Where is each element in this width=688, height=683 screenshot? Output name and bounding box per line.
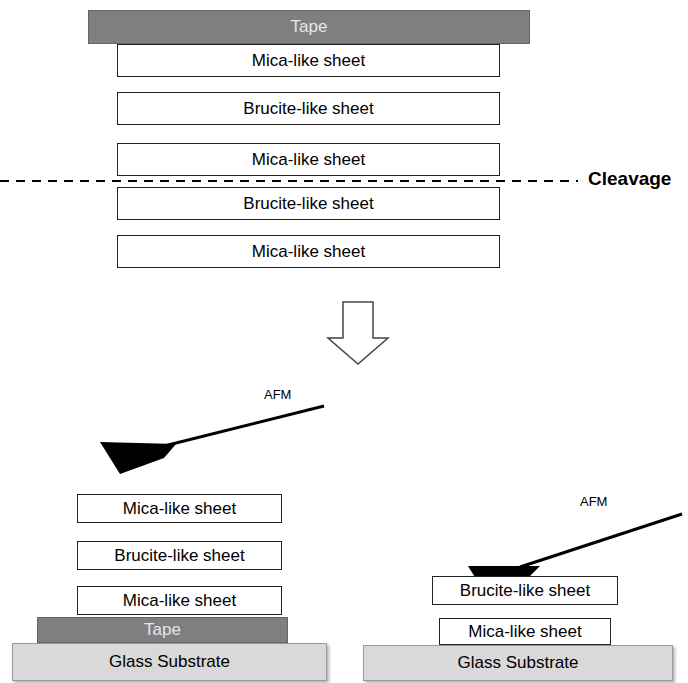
cleavage-line [0, 180, 578, 182]
node-text: Brucite-like sheet [460, 581, 590, 601]
mica-sheet: Mica-like sheet [117, 143, 500, 176]
node-text: Brucite-like sheet [243, 99, 373, 119]
tape-strip: Tape [88, 10, 530, 44]
glass-substrate: Glass Substrate [12, 643, 327, 681]
glass-substrate: Glass Substrate [363, 645, 673, 681]
node-text: Brucite-like sheet [114, 546, 244, 566]
node-text: Tape [291, 17, 328, 37]
node-text: Mica-like sheet [252, 51, 365, 71]
node-text: Brucite-like sheet [243, 194, 373, 214]
node-text: Glass Substrate [109, 652, 230, 672]
node-text: Mica-like sheet [123, 499, 236, 519]
afm-label: AFM [264, 387, 291, 402]
cleavage-label: Cleavage [588, 168, 671, 190]
cantilever [160, 406, 324, 447]
node-text: Tape [144, 620, 181, 640]
brucite-sheet: Brucite-like sheet [432, 576, 618, 605]
mica-sheet: Mica-like sheet [117, 235, 500, 268]
node-text: Mica-like sheet [252, 150, 365, 170]
node-text: Glass Substrate [458, 653, 579, 673]
tape-strip: Tape [37, 617, 288, 643]
mica-sheet: Mica-like sheet [77, 494, 282, 523]
brucite-sheet: Brucite-like sheet [117, 92, 500, 125]
mica-sheet: Mica-like sheet [117, 44, 500, 77]
afm-tip [100, 442, 176, 474]
node-text: Mica-like sheet [468, 622, 581, 642]
cantilever [520, 514, 682, 567]
mica-sheet: Mica-like sheet [77, 586, 282, 615]
brucite-sheet: Brucite-like sheet [117, 187, 500, 220]
node-text: Mica-like sheet [252, 242, 365, 262]
down-arrow [328, 302, 388, 364]
node-text: Mica-like sheet [123, 591, 236, 611]
afm-label: AFM [580, 494, 607, 509]
brucite-sheet: Brucite-like sheet [77, 541, 282, 570]
mica-sheet: Mica-like sheet [439, 618, 611, 645]
